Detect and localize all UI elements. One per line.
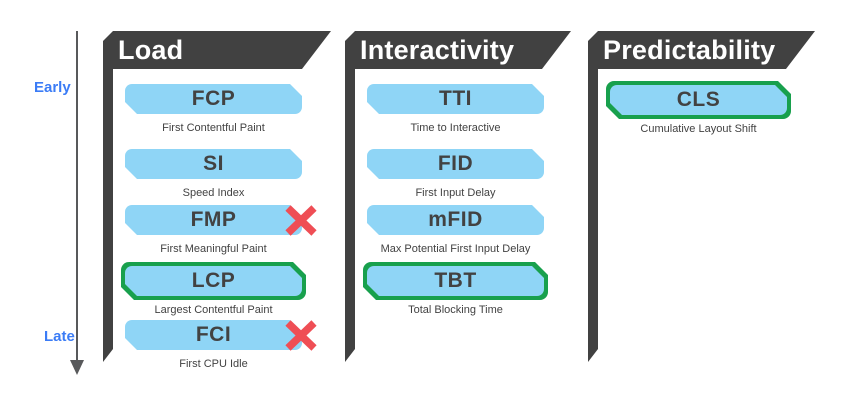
metric-row-tti: TTI Time to Interactive — [363, 80, 548, 134]
highlight-outline: CLS — [606, 81, 791, 119]
metric-badge-tti: TTI — [363, 80, 548, 118]
column-predictability-left-bar — [588, 69, 598, 362]
metric-row-tbt: TBT Total Blocking Time — [363, 262, 548, 316]
deprecated-x-icon — [285, 205, 317, 236]
metric-badge-lcp: LCP — [121, 262, 306, 300]
metric-name-si: Speed Index — [182, 187, 245, 199]
timeline-early-label: Early — [34, 79, 71, 96]
column-interactivity-left-bar — [345, 69, 355, 362]
metric-abbr-lcp: LCP — [191, 269, 236, 292]
column-interactivity-title: Interactivity — [360, 34, 515, 65]
deprecated-x-icon — [285, 320, 317, 351]
metric-badge-fid: FID — [363, 145, 548, 183]
highlight-outline: TBT — [363, 262, 548, 300]
metric-badge-fmp: FMP — [121, 201, 317, 239]
metric-name-fid: First Input Delay — [415, 187, 496, 199]
metric-name-lcp: Largest Contentful Paint — [154, 304, 273, 316]
column-interactivity-header: Interactivity — [345, 31, 571, 69]
timeline-arrow-line — [76, 31, 78, 361]
metric-row-fid: FID First Input Delay — [363, 145, 548, 199]
metric-badge-mfid: mFID — [363, 201, 548, 239]
metric-abbr-mfid: mFID — [428, 208, 483, 231]
column-predictability-header: Predictability — [588, 31, 815, 69]
metric-name-cls: Cumulative Layout Shift — [640, 123, 757, 135]
column-predictability-title: Predictability — [603, 34, 776, 65]
metric-abbr-tti: TTI — [439, 87, 472, 110]
metric-name-fci: First CPU Idle — [179, 358, 248, 370]
metric-row-si: SI Speed Index — [121, 145, 306, 199]
metric-abbr-tbt: TBT — [434, 269, 477, 292]
metric-abbr-cls: CLS — [676, 88, 721, 111]
metric-row-lcp: LCP Largest Contentful Paint — [121, 262, 306, 316]
metric-name-mfid: Max Potential First Input Delay — [380, 243, 531, 255]
metric-abbr-fid: FID — [437, 152, 474, 175]
metric-badge-cls: CLS — [606, 81, 791, 119]
timeline-arrowhead-icon — [70, 360, 84, 375]
metric-name-tbt: Total Blocking Time — [408, 304, 503, 316]
metric-name-tti: Time to Interactive — [410, 122, 501, 134]
metric-row-mfid: mFID Max Potential First Input Delay — [363, 201, 548, 255]
timeline-late-label: Late — [44, 328, 75, 345]
highlight-outline: LCP — [121, 262, 306, 300]
metric-badge-fcp: FCP — [121, 80, 306, 118]
column-load-left-bar — [103, 69, 113, 362]
metric-row-fcp: FCP First Contentful Paint — [121, 80, 306, 134]
metric-abbr-fcp: FCP — [191, 87, 236, 110]
metric-row-fmp: FMP First Meaningful Paint — [121, 201, 317, 255]
metric-badge-tbt: TBT — [363, 262, 548, 300]
metric-badge-si: SI — [121, 145, 306, 183]
metric-row-cls: CLS Cumulative Layout Shift — [606, 81, 791, 135]
metric-abbr-fmp: FMP — [190, 208, 237, 231]
metric-abbr-fci: FCI — [195, 323, 232, 346]
column-load-header: Load — [103, 31, 331, 69]
column-load-title: Load — [118, 34, 184, 65]
metric-abbr-si: SI — [203, 152, 224, 175]
metric-badge-fci: FCI — [121, 316, 317, 354]
metric-name-fcp: First Contentful Paint — [162, 122, 265, 134]
column-load: Load FCP First Contentful Paint SI Speed… — [103, 31, 331, 376]
column-interactivity: Interactivity TTI Time to Interactive FI… — [345, 31, 571, 376]
metric-name-fmp: First Meaningful Paint — [160, 243, 267, 255]
metric-row-fci: FCI First CPU Idle — [121, 316, 317, 370]
column-predictability: Predictability CLS Cumulative Layout Shi… — [588, 31, 815, 376]
